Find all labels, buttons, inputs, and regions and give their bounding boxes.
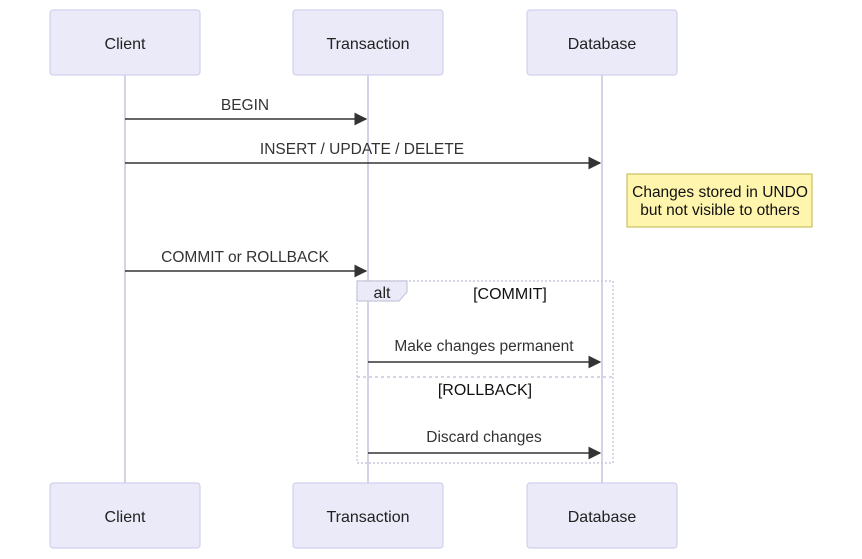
actor-database-top: Database <box>526 9 678 76</box>
alt-branch-commit: [COMMIT] <box>473 286 547 303</box>
message-insert-update-delete-label: INSERT / UPDATE / DELETE <box>260 141 464 158</box>
actor-client-top-label: Client <box>105 36 146 53</box>
message-make-permanent-label: Make changes permanent <box>394 338 574 355</box>
actor-database-top-label: Database <box>568 36 637 53</box>
message-begin: BEGIN <box>125 97 368 126</box>
note-undo: Changes stored in UNDO but not visible t… <box>626 173 813 228</box>
actor-client-bottom-label: Client <box>105 509 146 526</box>
message-discard-changes: Discard changes <box>368 429 602 460</box>
message-insert-update-delete: INSERT / UPDATE / DELETE <box>125 141 602 170</box>
message-discard-changes-label: Discard changes <box>426 429 542 446</box>
note-line-2: but not visible to others <box>640 202 800 219</box>
note-line-1: Changes stored in UNDO <box>632 184 808 201</box>
actor-client-top: Client <box>49 9 201 76</box>
actor-transaction-bottom-label: Transaction <box>327 509 410 526</box>
message-begin-label: BEGIN <box>221 97 269 114</box>
alt-keyword: alt <box>374 285 391 302</box>
actor-database-bottom: Database <box>526 482 678 549</box>
actor-client-bottom: Client <box>49 482 201 549</box>
message-commit-or-rollback: COMMIT or ROLLBACK <box>125 249 368 278</box>
actor-database-bottom-label: Database <box>568 509 637 526</box>
actor-transaction-top: Transaction <box>292 9 444 76</box>
message-commit-or-rollback-label: COMMIT or ROLLBACK <box>161 249 329 266</box>
alt-frame: alt [COMMIT] [ROLLBACK] <box>356 280 614 464</box>
alt-branch-rollback: [ROLLBACK] <box>438 382 532 399</box>
actor-transaction-top-label: Transaction <box>327 36 410 53</box>
actor-transaction-bottom: Transaction <box>292 482 444 549</box>
message-make-permanent: Make changes permanent <box>368 338 602 369</box>
